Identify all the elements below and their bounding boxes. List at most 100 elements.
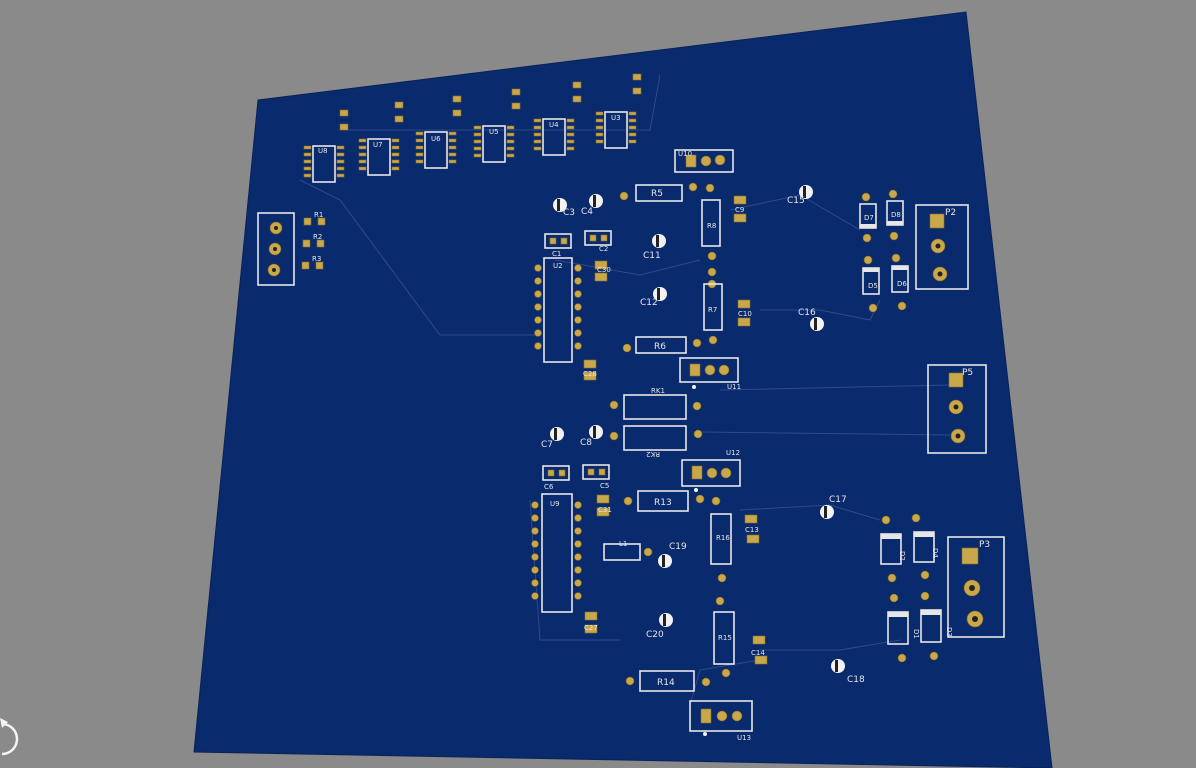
cap-c19[interactable]: C19	[658, 542, 687, 568]
diode-d2[interactable]: D2	[880, 515, 906, 583]
resistor-r1[interactable]: R1	[303, 211, 326, 226]
resistor-r14[interactable]: R14	[625, 670, 711, 692]
svg-text:C10: C10	[738, 310, 752, 318]
diode-d8[interactable]: D8	[886, 189, 904, 241]
cap-c4[interactable]: C4	[581, 194, 603, 217]
resistor-r5[interactable]: R5	[619, 182, 715, 202]
svg-text:U11: U11	[727, 383, 741, 391]
svg-text:C12: C12	[640, 298, 658, 308]
svg-text:C16: C16	[798, 308, 816, 318]
svg-text:U10: U10	[678, 150, 692, 158]
cap-c2[interactable]: C2	[584, 230, 612, 253]
ic-u5[interactable]: U5	[473, 125, 515, 163]
svg-text:R14: R14	[657, 678, 675, 688]
ic-u7[interactable]: U7	[358, 138, 400, 176]
connector-p5[interactable]: P5	[927, 364, 987, 454]
svg-text:C4: C4	[581, 207, 593, 217]
label-u3: U3	[611, 114, 621, 122]
svg-text:R8: R8	[707, 222, 716, 230]
svg-text:P5: P5	[962, 368, 973, 378]
diode-d6[interactable]: D6	[891, 253, 909, 311]
cap-c7[interactable]: C7	[541, 427, 564, 450]
label-u5: U5	[489, 128, 499, 136]
diode-d5[interactable]: D5	[862, 255, 880, 313]
cap-c1[interactable]: C1	[544, 233, 572, 258]
svg-text:P2: P2	[945, 208, 956, 218]
svg-text:RK1: RK1	[651, 387, 665, 395]
cap-c16[interactable]: C16	[798, 308, 824, 331]
svg-text:U9: U9	[550, 500, 560, 508]
diode-d7[interactable]: D7	[859, 192, 877, 243]
regulator-u12[interactable]: U12	[681, 449, 741, 492]
svg-text:C6: C6	[544, 483, 554, 491]
regulator-u13[interactable]: U13	[689, 700, 753, 742]
svg-text:C15: C15	[787, 196, 805, 206]
cap-c12[interactable]: C12	[640, 287, 667, 308]
relay-rk2[interactable]: RK2	[609, 425, 703, 458]
label-u4: U4	[549, 121, 559, 129]
cap-c3[interactable]: C3	[553, 198, 575, 218]
relay-rk1[interactable]: RK1	[609, 387, 702, 420]
svg-text:D8: D8	[891, 211, 901, 219]
svg-text:D1: D1	[912, 629, 920, 639]
diode-d4[interactable]: D4	[911, 513, 939, 580]
svg-text:C9: C9	[735, 206, 744, 214]
svg-text:C14: C14	[751, 649, 765, 657]
resistor-r2[interactable]: R2	[302, 233, 325, 248]
svg-text:C13: C13	[745, 526, 759, 534]
ic-u9[interactable]: U9	[531, 493, 582, 613]
ic-u2[interactable]: U2	[534, 257, 582, 363]
ic-u6[interactable]: U6	[415, 131, 457, 169]
cap-c17[interactable]: C17	[820, 495, 847, 519]
label-u7: U7	[373, 141, 383, 149]
cap-c15[interactable]: C15	[787, 185, 813, 206]
cap-c10[interactable]: C10	[737, 299, 752, 327]
cap-c13[interactable]: C13	[744, 514, 760, 544]
connector-p2[interactable]: P2	[915, 204, 969, 290]
cap-c30[interactable]: C30	[594, 260, 611, 282]
cap-c31[interactable]: C31	[596, 494, 612, 517]
ic-u8[interactable]: U8	[303, 145, 345, 183]
svg-text:U12: U12	[726, 449, 740, 457]
diode-d1[interactable]: D1	[887, 593, 920, 663]
resistor-r16[interactable]: R16	[710, 513, 732, 583]
svg-text:R6: R6	[654, 342, 666, 352]
cap-c27[interactable]: C27	[584, 611, 598, 634]
ic-u4[interactable]: U4	[533, 118, 575, 156]
inductor-l1[interactable]: L1	[603, 540, 653, 561]
resistor-r3[interactable]: R3	[301, 255, 324, 270]
cap-c9[interactable]: C9	[733, 195, 747, 223]
svg-text:D2: D2	[898, 551, 906, 561]
svg-text:D3: D3	[945, 627, 953, 637]
resistor-r8[interactable]: R8	[701, 199, 721, 277]
cap-c11[interactable]: C11	[643, 234, 666, 261]
cap-c20[interactable]: C20	[646, 613, 673, 640]
svg-text:C31: C31	[598, 506, 612, 514]
svg-text:C2: C2	[599, 245, 608, 253]
svg-text:U13: U13	[737, 734, 751, 742]
diode-d3[interactable]: D3	[920, 591, 953, 661]
svg-text:R13: R13	[654, 498, 672, 508]
ic-u3[interactable]: U3	[595, 111, 637, 149]
resistor-r15[interactable]: R15	[713, 596, 735, 678]
rotate-icon[interactable]	[0, 716, 24, 760]
resistor-r6[interactable]: R6	[622, 336, 702, 354]
svg-text:C3: C3	[563, 208, 575, 218]
connector-p3[interactable]: P3	[947, 536, 1005, 638]
svg-text:C7: C7	[541, 440, 553, 450]
resistor-r13[interactable]: R13	[623, 490, 721, 512]
cap-c18[interactable]: C18	[831, 659, 865, 685]
cap-c28[interactable]: C28	[583, 359, 597, 381]
cap-c6[interactable]: C6	[542, 465, 570, 491]
left-header-connector[interactable]	[257, 212, 295, 286]
cap-c5[interactable]: C5	[582, 464, 610, 490]
svg-text:D5: D5	[868, 282, 878, 290]
resistor-r7[interactable]: R7	[703, 279, 723, 345]
svg-text:L1: L1	[619, 540, 627, 548]
regulator-u10[interactable]: U10	[674, 149, 734, 173]
regulator-u11[interactable]: U11	[679, 357, 741, 391]
cap-c8[interactable]: C8	[580, 425, 603, 448]
cap-c14[interactable]: C14	[751, 635, 768, 665]
top-smd-caps[interactable]	[339, 73, 642, 131]
